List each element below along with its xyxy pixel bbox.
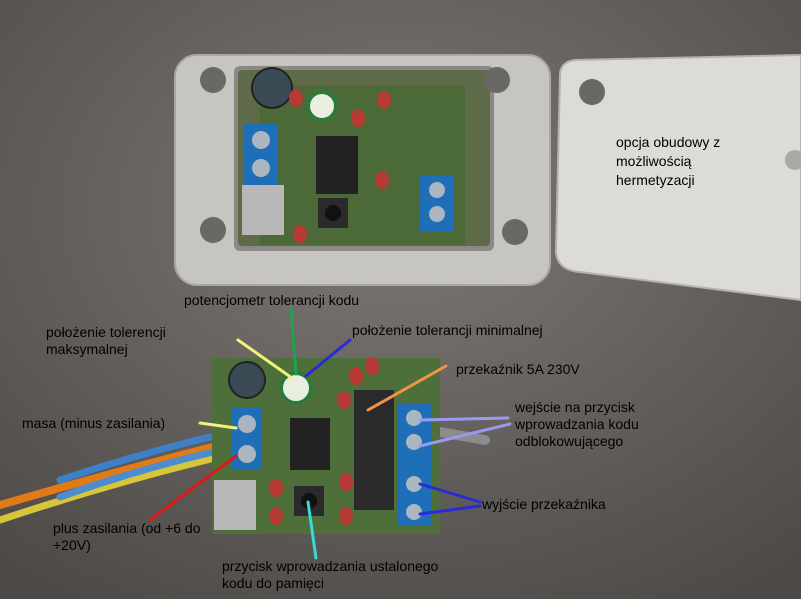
tolerance-potentiometer — [279, 371, 313, 405]
line-min-tolerance — [304, 338, 352, 378]
label-ground: masa (minus zasilania) — [22, 415, 166, 431]
inner-ic — [316, 136, 358, 194]
line-power-plus — [148, 454, 238, 522]
label-button-input: wejście na przycisk wprowadzania kodu od… — [515, 399, 639, 449]
main-pcb — [212, 357, 440, 534]
annotation-lines — [148, 306, 512, 560]
open-enclosure — [174, 54, 551, 286]
ic-chip — [290, 418, 330, 470]
inner-capacitor — [251, 67, 293, 109]
label-relay-output: wyjście przekaźnika — [482, 496, 606, 512]
line-input-2 — [418, 422, 512, 448]
label-power-plus: plus zasilania (od +6 do +20V) — [53, 520, 201, 553]
line-output-1 — [418, 482, 482, 504]
enclosure-lid — [554, 53, 801, 302]
line-relay — [366, 364, 448, 412]
line-ground — [198, 421, 238, 430]
label-case-option: opcja obudowy z możliwością hermetyzacji — [616, 134, 721, 188]
label-code-tolerance-pot: potencjometr tolerancji kodu — [184, 292, 360, 308]
line-input-1 — [418, 416, 510, 422]
line-potentiometer — [289, 306, 298, 376]
line-max-tolerance — [236, 338, 294, 380]
relay-body — [354, 390, 394, 510]
label-code-button: przycisk wprowadzania ustalonego kodu do… — [222, 558, 439, 591]
line-code-button — [306, 500, 318, 560]
label-min-tolerance: położenie tolerancji minimalnej — [352, 322, 543, 338]
label-max-tolerance: położenie tolerencji maksymalnej — [46, 324, 166, 357]
line-output-2 — [418, 504, 482, 516]
label-relay: przekaźnik 5A 230V — [456, 361, 580, 377]
capacitor — [228, 361, 266, 399]
